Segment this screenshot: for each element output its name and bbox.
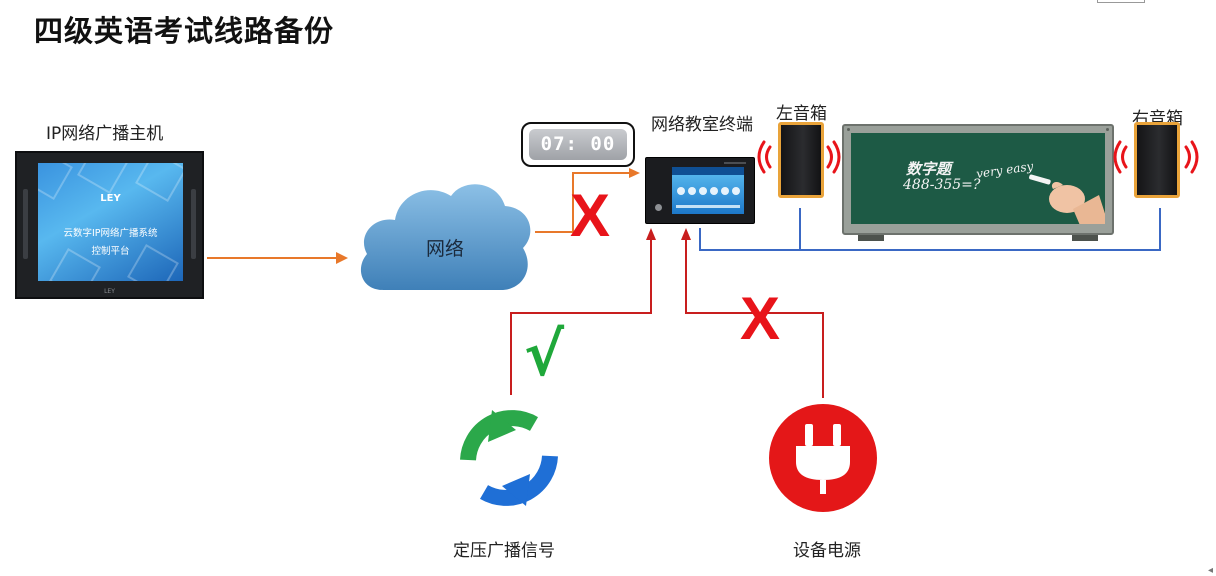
power-path-cross-mark: X — [740, 285, 780, 352]
broadcast-host-monitor: LEY 云数字IP网络广播系统 控制平台 LEY — [15, 151, 204, 299]
network-label: 网络 — [425, 238, 464, 260]
hand-with-chalk-icon — [1029, 174, 1105, 224]
speaker-wiring — [699, 208, 1161, 251]
terminal-screen — [672, 167, 744, 214]
host-brand: LEY — [100, 193, 121, 204]
right-speaker-sound-waves — [1113, 140, 1199, 174]
host-screen-line1: 云数字IP网络广播系统 — [63, 228, 158, 239]
fixed-voltage-label: 定压广播信号 — [453, 541, 555, 561]
network-cloud: 网络 — [355, 172, 535, 294]
network-path-cross-mark: X — [570, 182, 610, 249]
terminal-label: 网络教室终端 — [651, 115, 753, 135]
classroom-terminal — [645, 157, 755, 224]
host-label: IP网络广播主机 — [46, 124, 164, 144]
refresh-cycle-icon — [460, 410, 558, 506]
right-speaker — [1134, 122, 1180, 198]
left-speaker — [778, 122, 824, 198]
host-screen: LEY 云数字IP网络广播系统 控制平台 — [38, 163, 183, 281]
broadcast-path-check-mark: √ — [524, 320, 565, 390]
cloud-icon — [360, 184, 531, 290]
power-plug-icon — [769, 404, 877, 512]
host-foot-brand: LEY — [104, 288, 115, 295]
left-speaker-sound-waves — [757, 140, 841, 174]
broadcast-backup-line — [510, 228, 656, 395]
terminal-screen-icons — [672, 167, 744, 208]
chalk-equation: 488-355=? — [903, 177, 981, 193]
host-to-network-line — [207, 252, 348, 264]
blackboard-surface: 数字题 488-355=? very easy — [851, 133, 1105, 224]
chalk-title: 数字题 — [906, 160, 952, 178]
left-speaker-label: 左音箱 — [776, 104, 827, 124]
power-label: 设备电源 — [793, 541, 861, 561]
network-to-terminal-line — [535, 168, 640, 233]
clock-time: 07: 00 — [529, 129, 627, 160]
power-backup-line — [681, 228, 824, 398]
page-title: 四级英语考试线路备份 — [34, 14, 335, 48]
digital-clock: 07: 00 — [521, 122, 635, 167]
blackboard: 数字题 488-355=? very easy — [842, 124, 1114, 241]
edge-arrow-icon: ◂ — [1208, 565, 1214, 576]
terminal-knob — [655, 204, 662, 211]
corner-frame — [1097, 0, 1145, 3]
host-screen-line2: 控制平台 — [91, 246, 130, 257]
